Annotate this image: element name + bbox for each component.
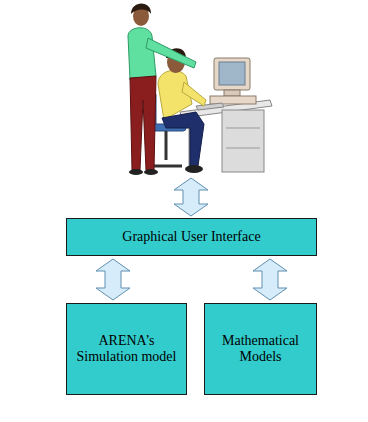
model-box: ARENA’s Simulation model bbox=[66, 303, 187, 395]
interface-box: Graphical User Interface bbox=[66, 218, 317, 256]
model-box: Mathematical Models bbox=[204, 303, 317, 395]
box-label: Mathematical Models bbox=[205, 329, 316, 369]
box-label: ARENA’s Simulation model bbox=[67, 329, 186, 369]
double-arrow bbox=[174, 178, 208, 216]
standing-person bbox=[128, 4, 196, 176]
box-label: Graphical User Interface bbox=[116, 225, 266, 249]
double-arrow bbox=[253, 259, 287, 300]
seated-person bbox=[158, 48, 206, 173]
double-arrow bbox=[96, 259, 130, 300]
